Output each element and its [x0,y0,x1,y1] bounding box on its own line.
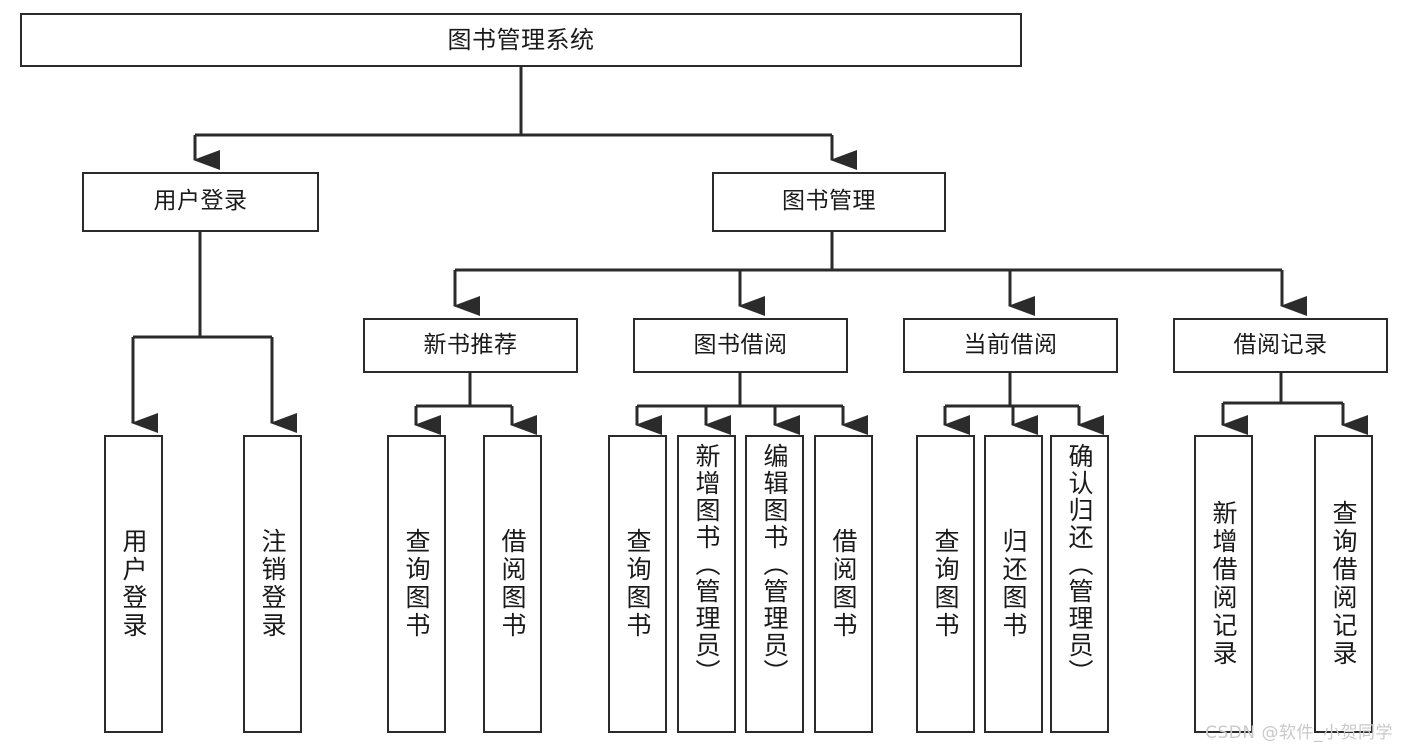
node-root-book-management-system[interactable]: 图书管理系统 [20,13,1022,67]
node-user-login[interactable]: 用户登录 [82,172,319,232]
node-label: 用户登录 [119,528,148,640]
node-label: 查询图书 [931,528,960,640]
leaf-user-login-login[interactable]: 用户登录 [104,435,163,733]
leaf-book-borrow-query-book[interactable]: 查询图书 [608,435,667,733]
node-label: 查询图书 [623,528,652,640]
node-new-book-recommend[interactable]: 新书推荐 [363,318,578,373]
node-label: 编辑图书（管理员） [760,443,789,686]
node-label: 用户登录 [153,188,248,215]
leaf-user-login-logout[interactable]: 注销登录 [243,435,302,733]
leaf-book-borrow-borrow-book[interactable]: 借阅图书 [814,435,873,733]
leaf-current-borrow-query-book[interactable]: 查询图书 [916,435,975,733]
leaf-borrow-record-query-record[interactable]: 查询借阅记录 [1314,435,1373,733]
node-label: 新增借阅记录 [1209,500,1238,668]
node-label: 确认归还（管理员） [1065,443,1094,686]
watermark-text: CSDN @软件_小贺同学 [1205,723,1393,743]
node-borrow-record[interactable]: 借阅记录 [1173,318,1388,373]
node-label: 注销登录 [258,528,287,640]
leaf-current-borrow-return-book[interactable]: 归还图书 [984,435,1043,733]
node-label: 归还图书 [999,528,1028,640]
node-label: 查询借阅记录 [1329,500,1358,668]
node-label: 查询图书 [402,528,431,640]
node-current-borrow[interactable]: 当前借阅 [903,318,1118,373]
node-label: 图书管理系统 [447,25,595,54]
node-book-management[interactable]: 图书管理 [712,172,946,232]
leaf-new-book-borrow-book[interactable]: 借阅图书 [483,435,542,733]
leaf-new-book-query-book[interactable]: 查询图书 [387,435,446,733]
leaf-book-borrow-edit-book-admin[interactable]: 编辑图书（管理员） [745,435,804,733]
leaf-borrow-record-add-record[interactable]: 新增借阅记录 [1194,435,1253,733]
node-label: 图书借阅 [693,331,788,358]
leaf-book-borrow-add-book-admin[interactable]: 新增图书（管理员） [677,435,736,733]
node-label: 图书管理 [782,188,876,215]
node-book-borrow[interactable]: 图书借阅 [633,318,848,373]
node-label: 当前借阅 [963,331,1058,358]
node-label: 新书推荐 [423,331,518,358]
node-label: 借阅图书 [498,528,527,640]
node-label: 新增图书（管理员） [692,443,721,686]
leaf-current-borrow-confirm-return-admin[interactable]: 确认归还（管理员） [1050,435,1109,733]
node-label: 借阅图书 [829,528,858,640]
node-label: 借阅记录 [1233,331,1328,358]
